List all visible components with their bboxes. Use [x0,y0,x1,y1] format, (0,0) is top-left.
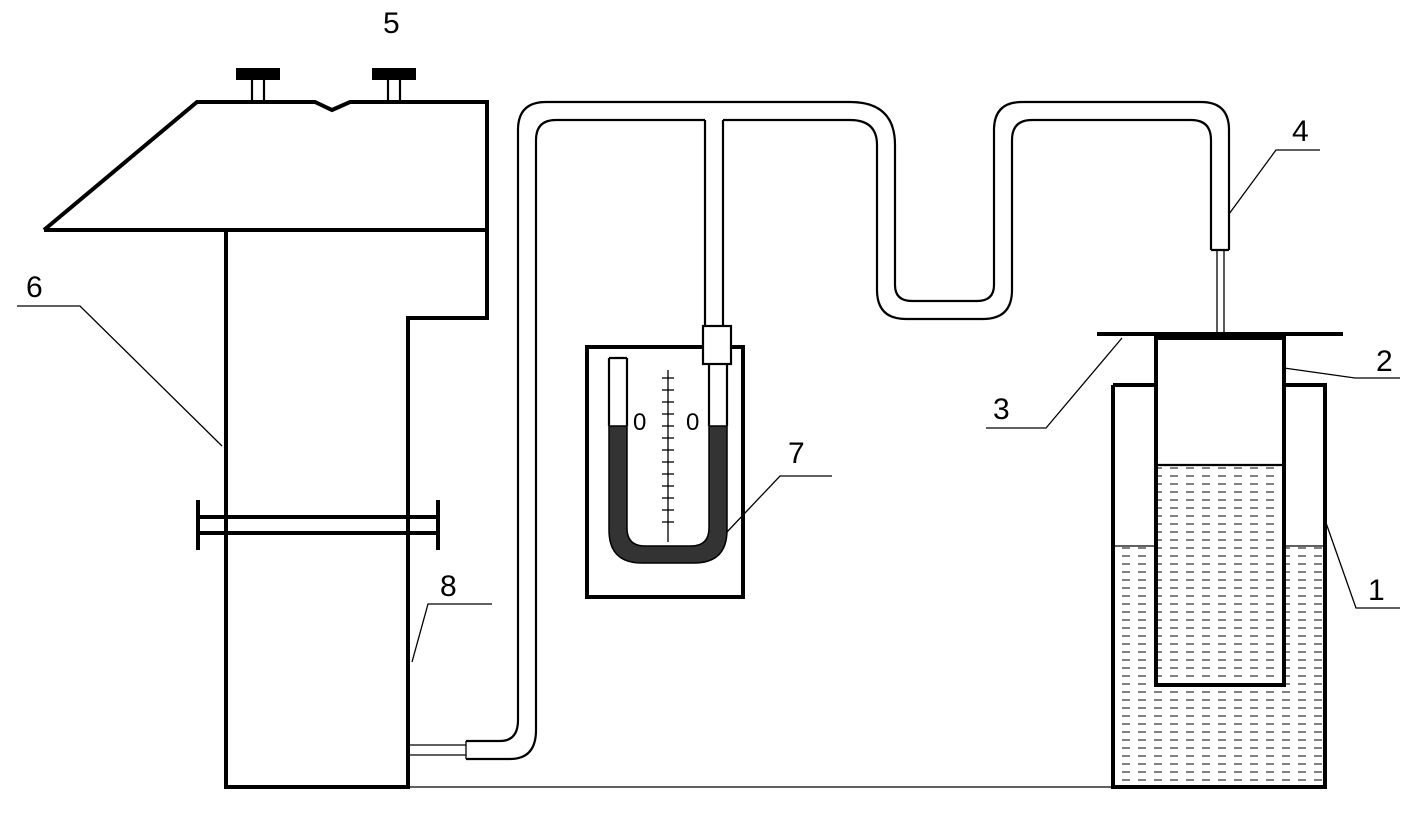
bell-cylinder [1154,336,1286,687]
label-7: 7 [788,437,805,470]
manometer-zero-left: 0 [633,409,646,436]
label-6: 6 [26,271,43,304]
label-5: 5 [383,7,400,40]
u-tube-manometer: 0 0 [585,324,745,599]
label-2: 2 [1376,345,1393,378]
tubing [408,100,1231,761]
knob-icon [236,68,280,102]
manometer-connector [701,324,733,366]
bell-liquid [1158,465,1282,683]
knob-icon [372,68,416,102]
bell-wall [1154,336,1286,687]
leader-lines [17,149,1400,663]
manometer-housing [585,345,745,599]
label-4: 4 [1292,115,1309,148]
flange [196,500,440,550]
label-8: 8 [440,570,457,603]
manometer-zero-right: 0 [686,409,699,436]
label-3: 3 [993,393,1010,426]
manometer-scale [662,370,674,542]
instrument-head [42,100,489,789]
label-1: 1 [1368,574,1385,607]
column-instrument [42,68,489,789]
